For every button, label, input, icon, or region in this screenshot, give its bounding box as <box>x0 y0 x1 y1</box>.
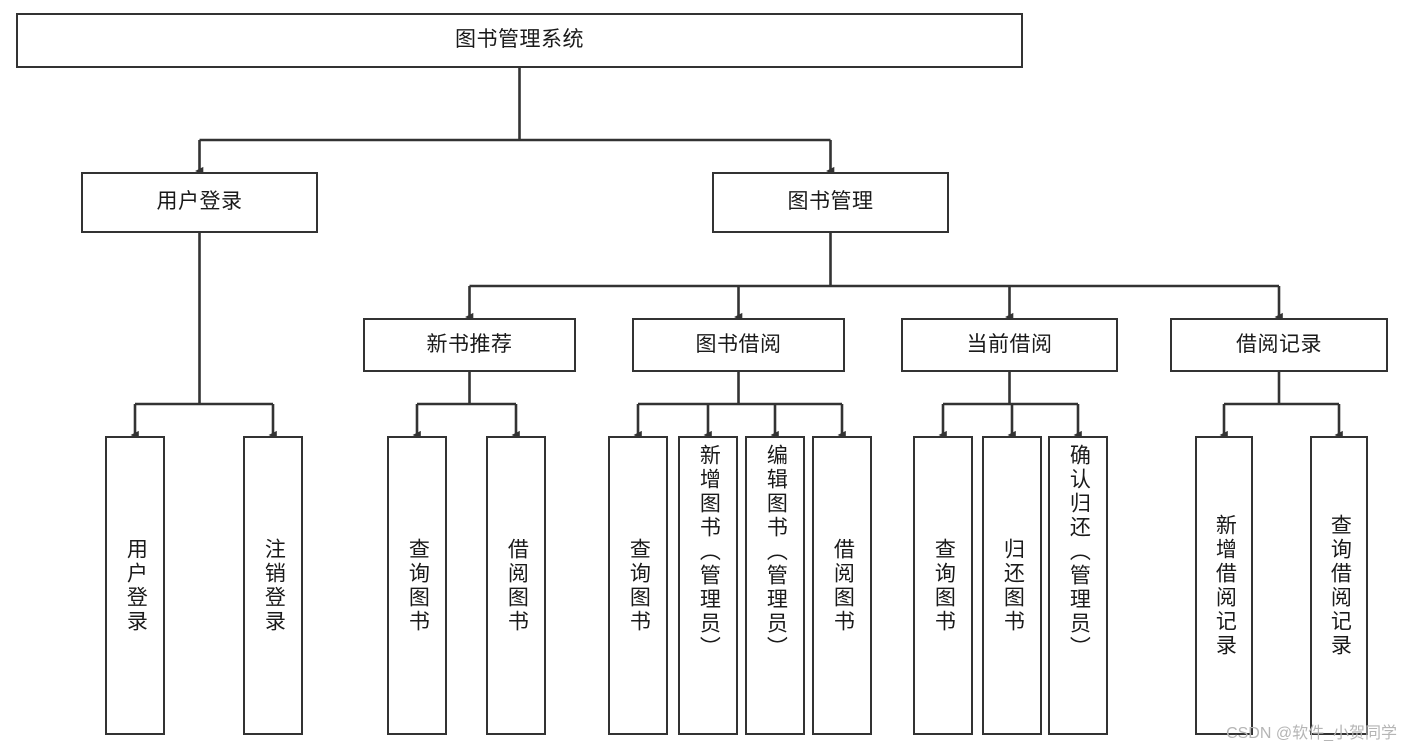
node-label: 确认归还（管理员） <box>1067 444 1091 660</box>
node-label: 用户登录 <box>124 537 148 634</box>
node-borrow-record[interactable]: 借阅记录 <box>1170 318 1388 372</box>
node-leaf-borrow-book-1[interactable]: 借阅图书 <box>486 436 546 735</box>
node-leaf-add-book[interactable]: 新增图书（管理员） <box>678 436 738 735</box>
node-new-book-rec[interactable]: 新书推荐 <box>363 318 576 372</box>
node-label: 借阅记录 <box>1236 332 1322 356</box>
node-label: 新书推荐 <box>426 332 513 356</box>
node-label: 编辑图书（管理员） <box>764 444 788 660</box>
node-label: 注销登录 <box>262 537 286 634</box>
node-leaf-confirm-ret[interactable]: 确认归还（管理员） <box>1048 436 1108 735</box>
csdn-watermark: CSDN @软件_小贺同学 <box>1226 725 1397 742</box>
node-label: 查询图书 <box>406 537 430 634</box>
node-label: 查询图书 <box>627 537 651 634</box>
node-leaf-user-logout[interactable]: 注销登录 <box>243 436 303 735</box>
node-leaf-query-book-2[interactable]: 查询图书 <box>608 436 668 735</box>
node-label: 用户登录 <box>156 190 243 214</box>
node-label: 当前借阅 <box>966 332 1053 356</box>
node-leaf-return-book[interactable]: 归还图书 <box>982 436 1042 735</box>
node-current-borrow[interactable]: 当前借阅 <box>901 318 1118 372</box>
node-leaf-query-book-1[interactable]: 查询图书 <box>387 436 447 735</box>
node-leaf-query-record[interactable]: 查询借阅记录 <box>1310 436 1368 735</box>
node-leaf-edit-book[interactable]: 编辑图书（管理员） <box>745 436 805 735</box>
node-label: 查询借阅记录 <box>1328 513 1352 658</box>
node-label: 借阅图书 <box>831 537 855 634</box>
node-book-manage[interactable]: 图书管理 <box>712 172 949 233</box>
node-label: 归还图书 <box>1001 537 1025 634</box>
node-label: 新增图书（管理员） <box>697 444 721 660</box>
node-label: 查询图书 <box>932 537 956 634</box>
node-label: 图书管理 <box>787 190 874 214</box>
node-label: 新增借阅记录 <box>1213 513 1237 658</box>
node-leaf-add-record[interactable]: 新增借阅记录 <box>1195 436 1253 735</box>
node-book-borrow[interactable]: 图书借阅 <box>632 318 845 372</box>
node-leaf-borrow-book-2[interactable]: 借阅图书 <box>812 436 872 735</box>
node-label: 图书借阅 <box>695 332 782 356</box>
node-leaf-user-login[interactable]: 用户登录 <box>105 436 165 735</box>
node-label: 借阅图书 <box>505 537 529 634</box>
node-user-login[interactable]: 用户登录 <box>81 172 318 233</box>
node-root[interactable]: 图书管理系统 <box>16 13 1023 68</box>
node-label: 图书管理系统 <box>455 28 584 52</box>
node-leaf-query-book-3[interactable]: 查询图书 <box>913 436 973 735</box>
